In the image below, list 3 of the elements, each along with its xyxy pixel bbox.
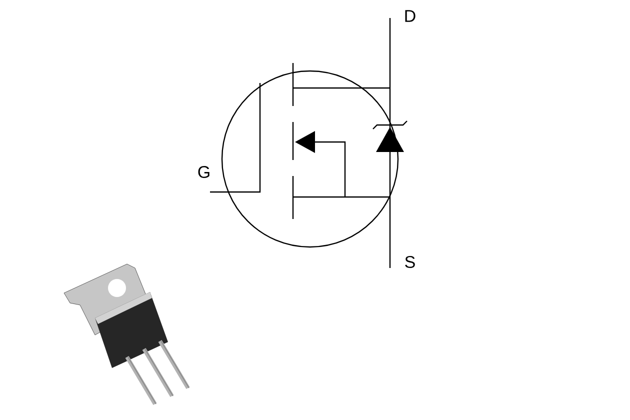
pin-label: G <box>198 166 210 178</box>
pin-label: S <box>405 256 415 268</box>
pin-label: D <box>405 10 416 22</box>
